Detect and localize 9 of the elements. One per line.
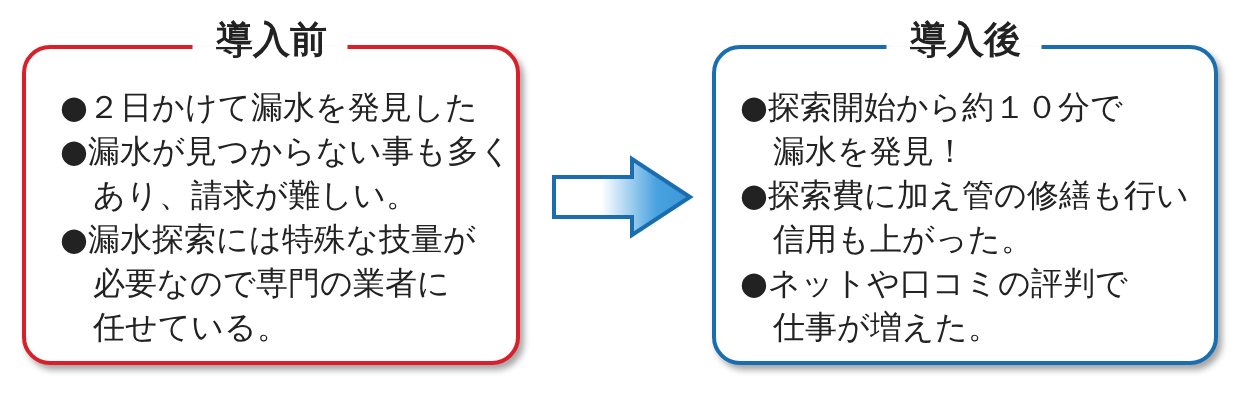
- heading: 導入前: [215, 17, 327, 63]
- bullet-text: ●２日かけて漏水を発見した: [60, 87, 478, 128]
- bullet-text: ●探索開始から約１０分で漏水を発見！: [740, 87, 1123, 172]
- block-arrow: [552, 155, 694, 239]
- bullet-text: ●探索費に加え管の修繕も行い信用も上がった。: [740, 175, 1189, 260]
- heading: 導入後: [909, 17, 1021, 63]
- bullet-text: ●ネットや口コミの評判で仕事が増えた。: [740, 263, 1128, 348]
- bullet-text: ●漏水探索には特殊な技量が必要なので専門の業者に任せている。: [60, 219, 476, 348]
- bullet-text: ●漏水が見つからない事も多くあり、請求が難しい。: [60, 131, 512, 216]
